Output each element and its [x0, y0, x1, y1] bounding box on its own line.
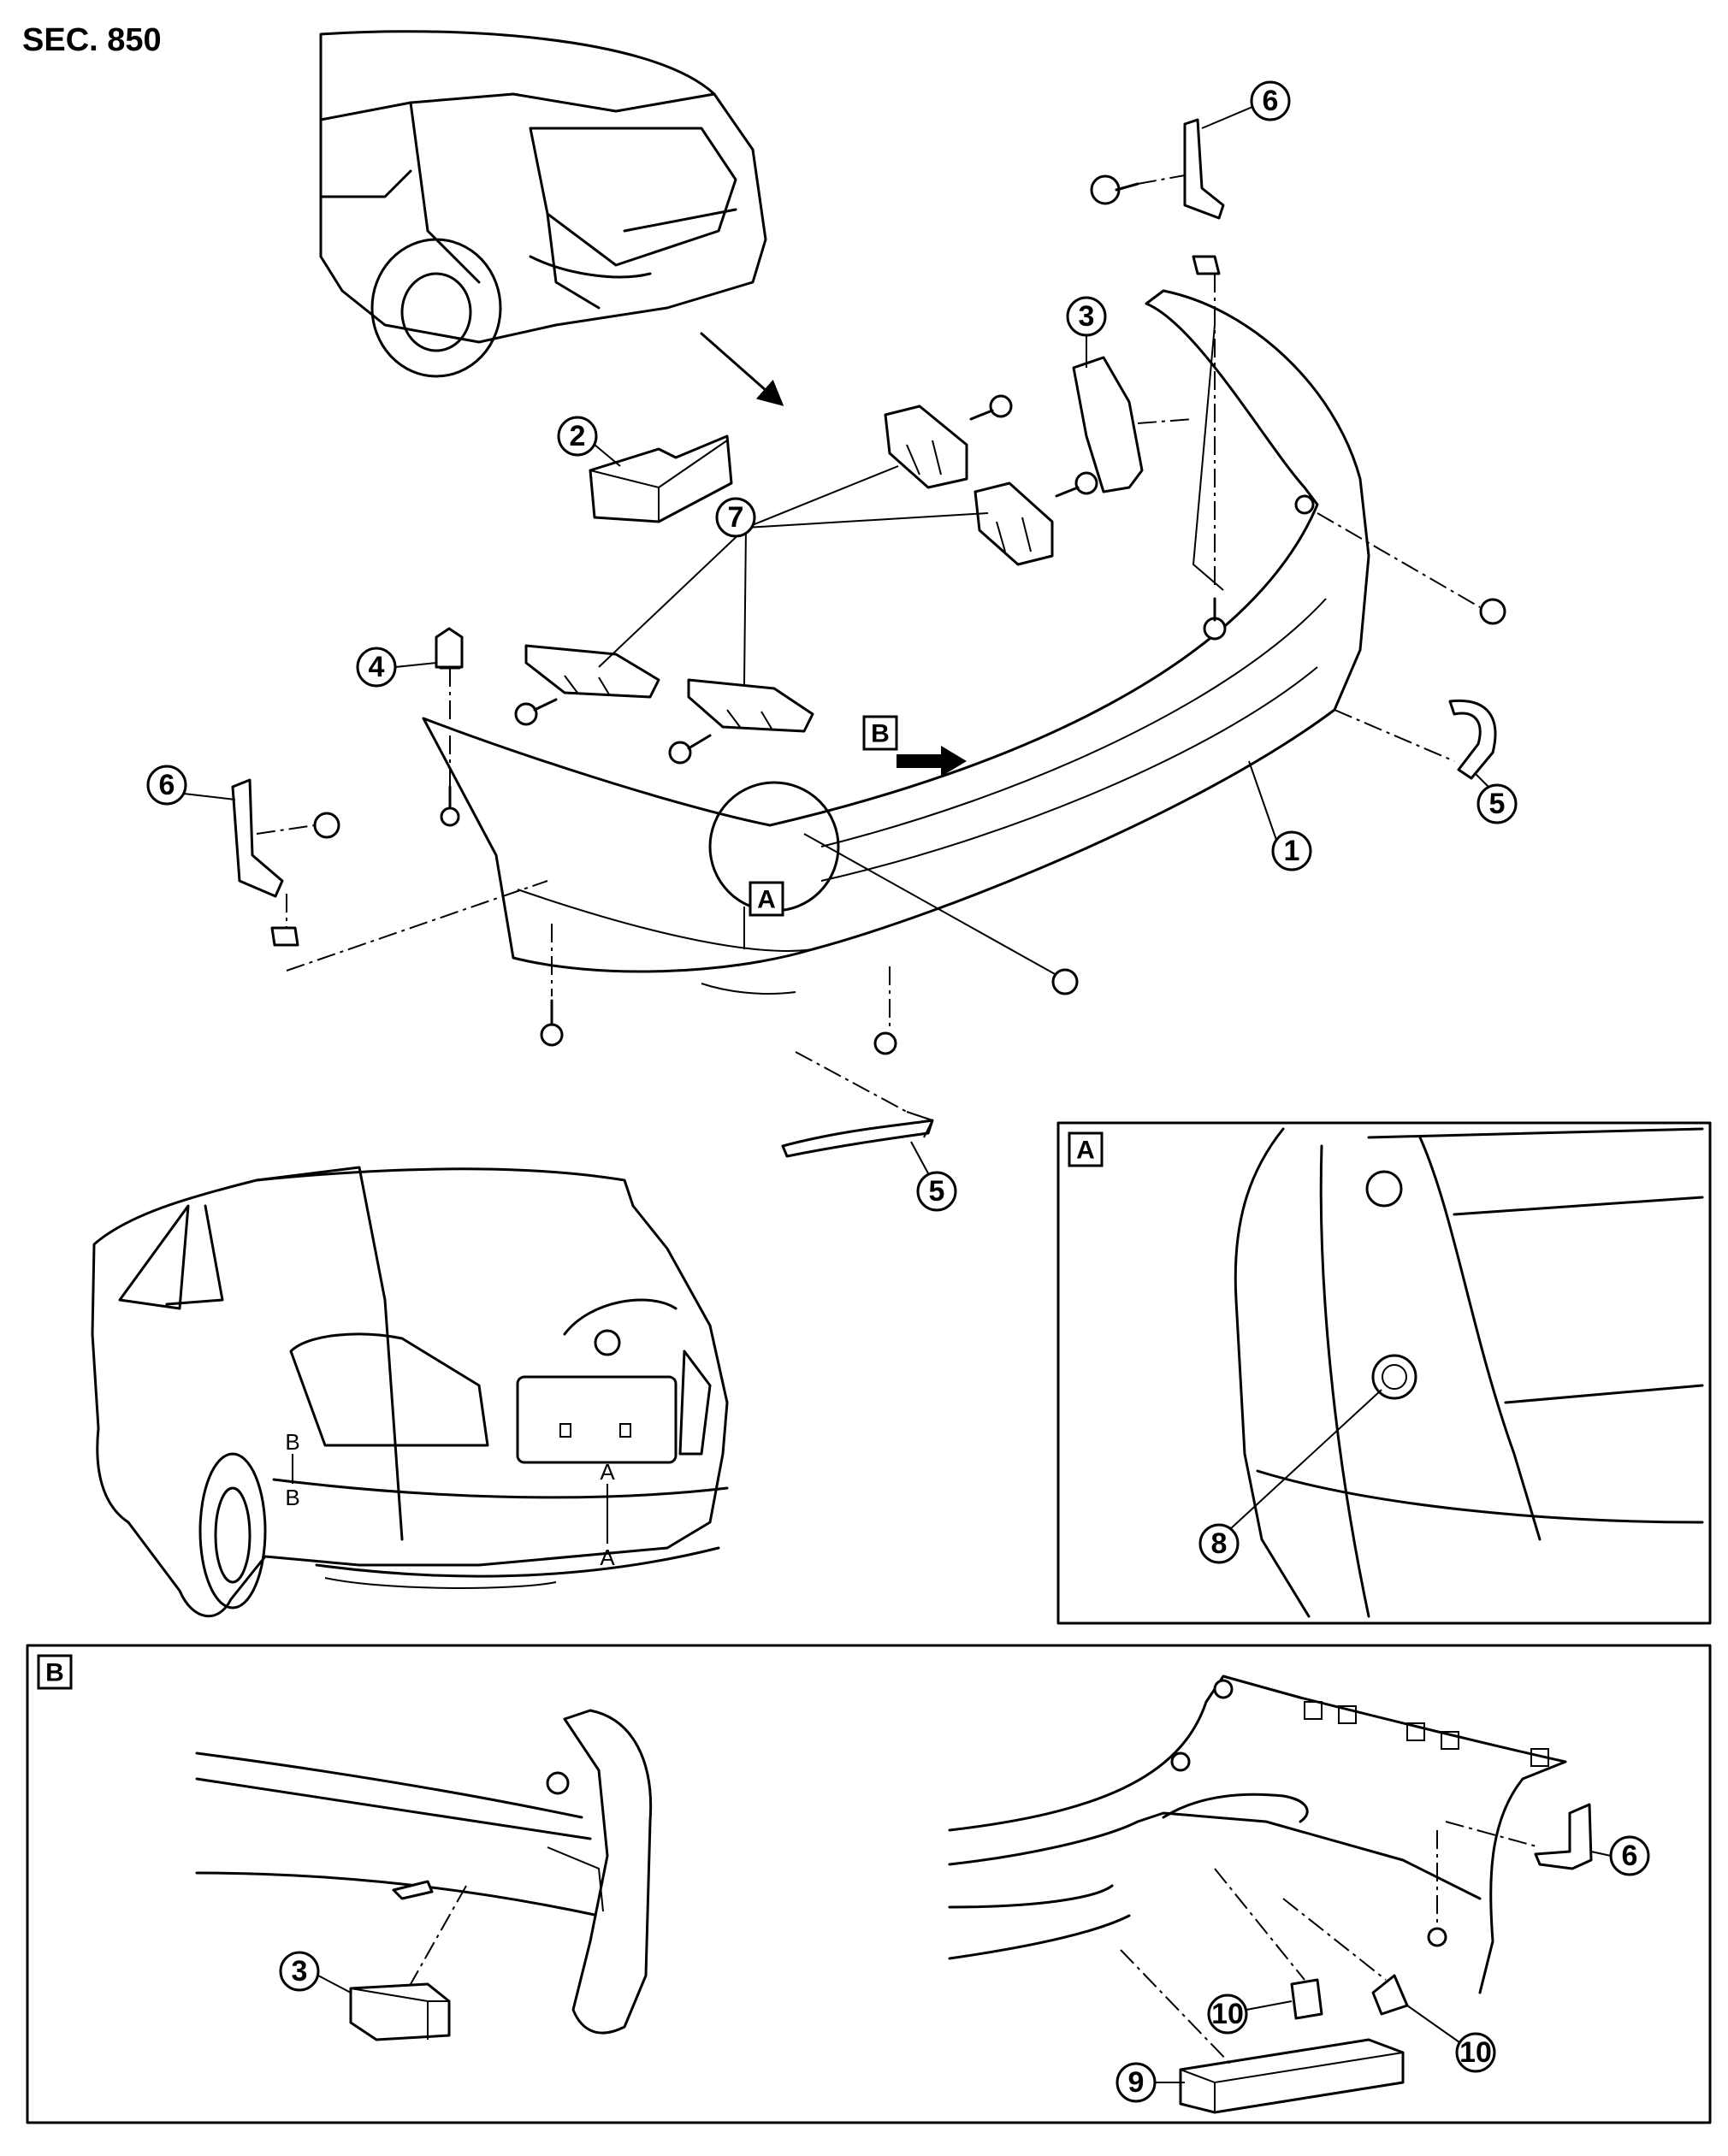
svg-text:A: A: [600, 1545, 615, 1570]
detail-b-right-bumper: [948, 1675, 1567, 1994]
callout-6-top: 6: [1250, 80, 1291, 121]
part-5-molding-right: [1334, 699, 1497, 780]
svg-text:4: 4: [369, 651, 385, 683]
callout-7: 7: [715, 497, 756, 538]
bracket-bolts: [514, 394, 1098, 765]
part-7-upper-bracket-1: [884, 405, 968, 489]
svg-text:2: 2: [570, 420, 586, 452]
svg-text:B: B: [45, 1659, 64, 1687]
part-4-clip: [435, 627, 464, 669]
part-6-left-bracket: [231, 778, 548, 972]
callout-2: 2: [557, 416, 598, 457]
detail-b-part-6: [1427, 1803, 1593, 1947]
svg-text:5: 5: [1489, 788, 1506, 820]
svg-text:9: 9: [1128, 2066, 1145, 2099]
svg-text:B: B: [285, 1429, 299, 1455]
view-b-label-on-bumper: B: [862, 715, 898, 751]
callout-6-detail: 6: [1609, 1835, 1650, 1876]
callout-9: 9: [1116, 2062, 1157, 2103]
clearance-marks: B B A A: [285, 1429, 615, 1570]
callout-5-right: 5: [1476, 783, 1518, 824]
svg-text:6: 6: [1622, 1840, 1638, 1872]
callout-10-right: 10: [1455, 2032, 1496, 2073]
part-2-block: [589, 434, 733, 523]
callout-10-left: 10: [1207, 1994, 1248, 2035]
view-direction-arrow: [700, 332, 784, 406]
callout-3-detail: 3: [279, 1951, 320, 1992]
detail-a-panel: [1056, 1121, 1712, 1625]
callout-5-lower: 5: [916, 1171, 957, 1212]
part-7-upper-bracket-2: [973, 481, 1054, 566]
part-7-lower-bracket-1: [524, 644, 660, 699]
part-7-leaders: [598, 465, 989, 685]
svg-text:B: B: [871, 720, 890, 748]
callout-8: 8: [1198, 1523, 1240, 1564]
svg-text:7: 7: [728, 501, 744, 534]
detail-b-left-bumper: [195, 1709, 653, 2035]
callout-6-left: 6: [146, 765, 187, 806]
svg-text:10: 10: [1211, 1998, 1244, 2030]
svg-text:A: A: [757, 886, 776, 914]
svg-text:8: 8: [1211, 1527, 1228, 1560]
callout-4: 4: [356, 647, 397, 688]
svg-text:A: A: [1076, 1137, 1095, 1165]
svg-text:1: 1: [1284, 835, 1300, 867]
part-6-right-bracket: [1090, 118, 1225, 275]
callout-3-top: 3: [1066, 296, 1107, 337]
svg-text:10: 10: [1459, 2036, 1492, 2069]
svg-text:B: B: [285, 1485, 299, 1510]
detail-b-panel-label: B: [37, 1654, 73, 1690]
part-7-lower-bracket-2: [687, 678, 814, 733]
part-5-molding-left: [781, 1051, 934, 1158]
svg-text:A: A: [600, 1459, 615, 1485]
part-3-spacer: [1072, 356, 1194, 493]
reference-vehicle-top: [319, 30, 767, 378]
reference-vehicle-rear: [91, 1166, 729, 1618]
svg-text:6: 6: [1263, 85, 1279, 117]
detail-b-part-10-left: [1214, 1868, 1323, 2020]
svg-text:3: 3: [1079, 300, 1095, 333]
detail-b-part-3: [349, 1982, 451, 2041]
svg-text:6: 6: [159, 769, 175, 801]
view-a-label-on-bumper: A: [749, 881, 784, 917]
detail-b-part-9: [1120, 1949, 1405, 2114]
svg-text:5: 5: [929, 1175, 945, 1208]
view-b-direction-arrow: [897, 746, 967, 777]
detail-b-panel: [26, 1644, 1712, 2124]
svg-text:3: 3: [292, 1955, 308, 1988]
section-title: SEC. 850: [22, 22, 162, 58]
detail-a-drawing: [1234, 1127, 1704, 1618]
part-1-rear-bumper: [422, 289, 1370, 995]
callout-1: 1: [1271, 830, 1312, 871]
detail-a-panel-label: A: [1068, 1131, 1104, 1167]
bumper-bolt-lower: [1051, 968, 1079, 995]
